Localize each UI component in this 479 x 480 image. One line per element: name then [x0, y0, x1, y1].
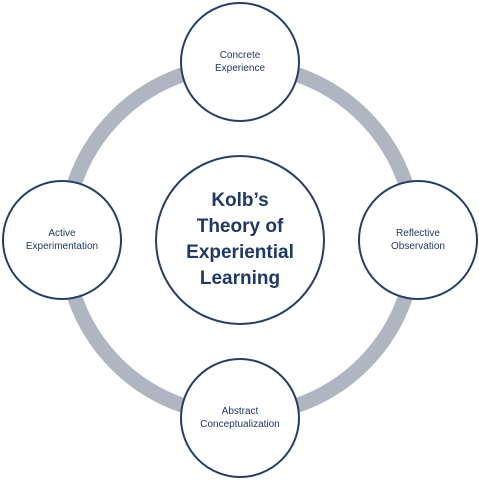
label-abstract-conceptualization: Abstract Conceptualization	[200, 406, 280, 430]
label-reflective-observation: Reflective Observation	[391, 228, 445, 252]
node-reflective-observation	[358, 180, 478, 300]
center-title: Kolb’s Theory of Experiential Learning	[186, 190, 294, 289]
label-active-experimentation: Active Experimentation	[25, 228, 99, 252]
node-active-experimentation	[2, 180, 122, 300]
node-concrete-experience	[180, 2, 300, 122]
node-abstract-conceptualization	[180, 358, 300, 478]
label-concrete-experience: Concrete Experience	[214, 50, 266, 74]
center-circle	[155, 155, 325, 325]
